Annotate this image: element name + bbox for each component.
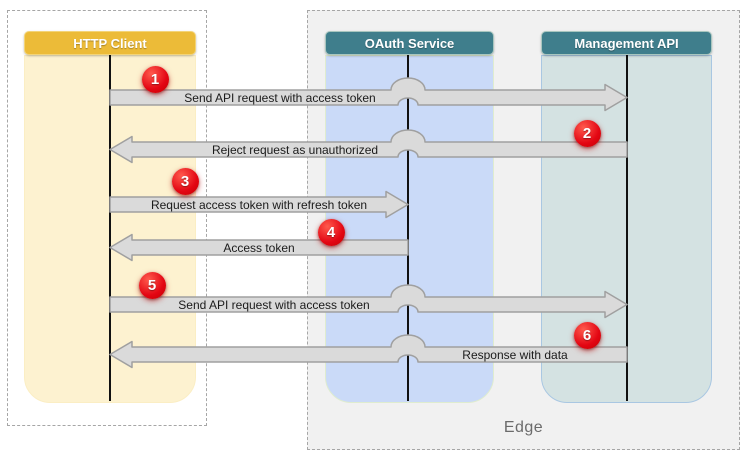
message-label-3: Request access token with refresh token xyxy=(150,197,368,212)
message-label-2: Reject request as unauthorized xyxy=(211,142,379,157)
step-number: 4 xyxy=(326,223,336,241)
actor-label: HTTP Client xyxy=(73,35,147,51)
actor-label: Management API xyxy=(574,35,679,51)
step-number: 3 xyxy=(180,172,190,190)
message-label-5: Send API request with access token xyxy=(178,297,370,312)
message-arrow-6 xyxy=(109,334,628,369)
message-label-6: Response with data xyxy=(462,347,568,362)
step-number: 5 xyxy=(147,276,157,294)
step-badge-2: 2 xyxy=(573,119,601,147)
step-badge-3: 3 xyxy=(171,167,199,195)
step-number: 1 xyxy=(150,70,160,88)
step-number: 2 xyxy=(582,124,592,142)
message-label-4: Access token xyxy=(223,240,295,255)
actor-header-http-client: HTTP Client xyxy=(24,31,196,55)
lifeline-oauth-service xyxy=(407,55,409,401)
actor-header-oauth-service: OAuth Service xyxy=(325,31,494,55)
message-arrow-5 xyxy=(109,284,628,319)
message-arrow-1 xyxy=(109,77,628,112)
message-arrow-3 xyxy=(109,190,409,219)
message-arrow-2 xyxy=(109,129,628,164)
step-badge-4: 4 xyxy=(317,218,345,246)
message-label-1: Send API request with access token xyxy=(184,90,376,105)
step-badge-5: 5 xyxy=(138,271,166,299)
step-number: 6 xyxy=(582,326,592,344)
step-badge-1: 1 xyxy=(141,65,169,93)
step-badge-6: 6 xyxy=(573,321,601,349)
edge-label: Edge xyxy=(503,419,544,436)
actor-header-management-api: Management API xyxy=(541,31,712,55)
lifeline-http-client xyxy=(109,55,111,401)
lifeline-management-api xyxy=(626,55,628,401)
actor-label: OAuth Service xyxy=(364,35,455,51)
